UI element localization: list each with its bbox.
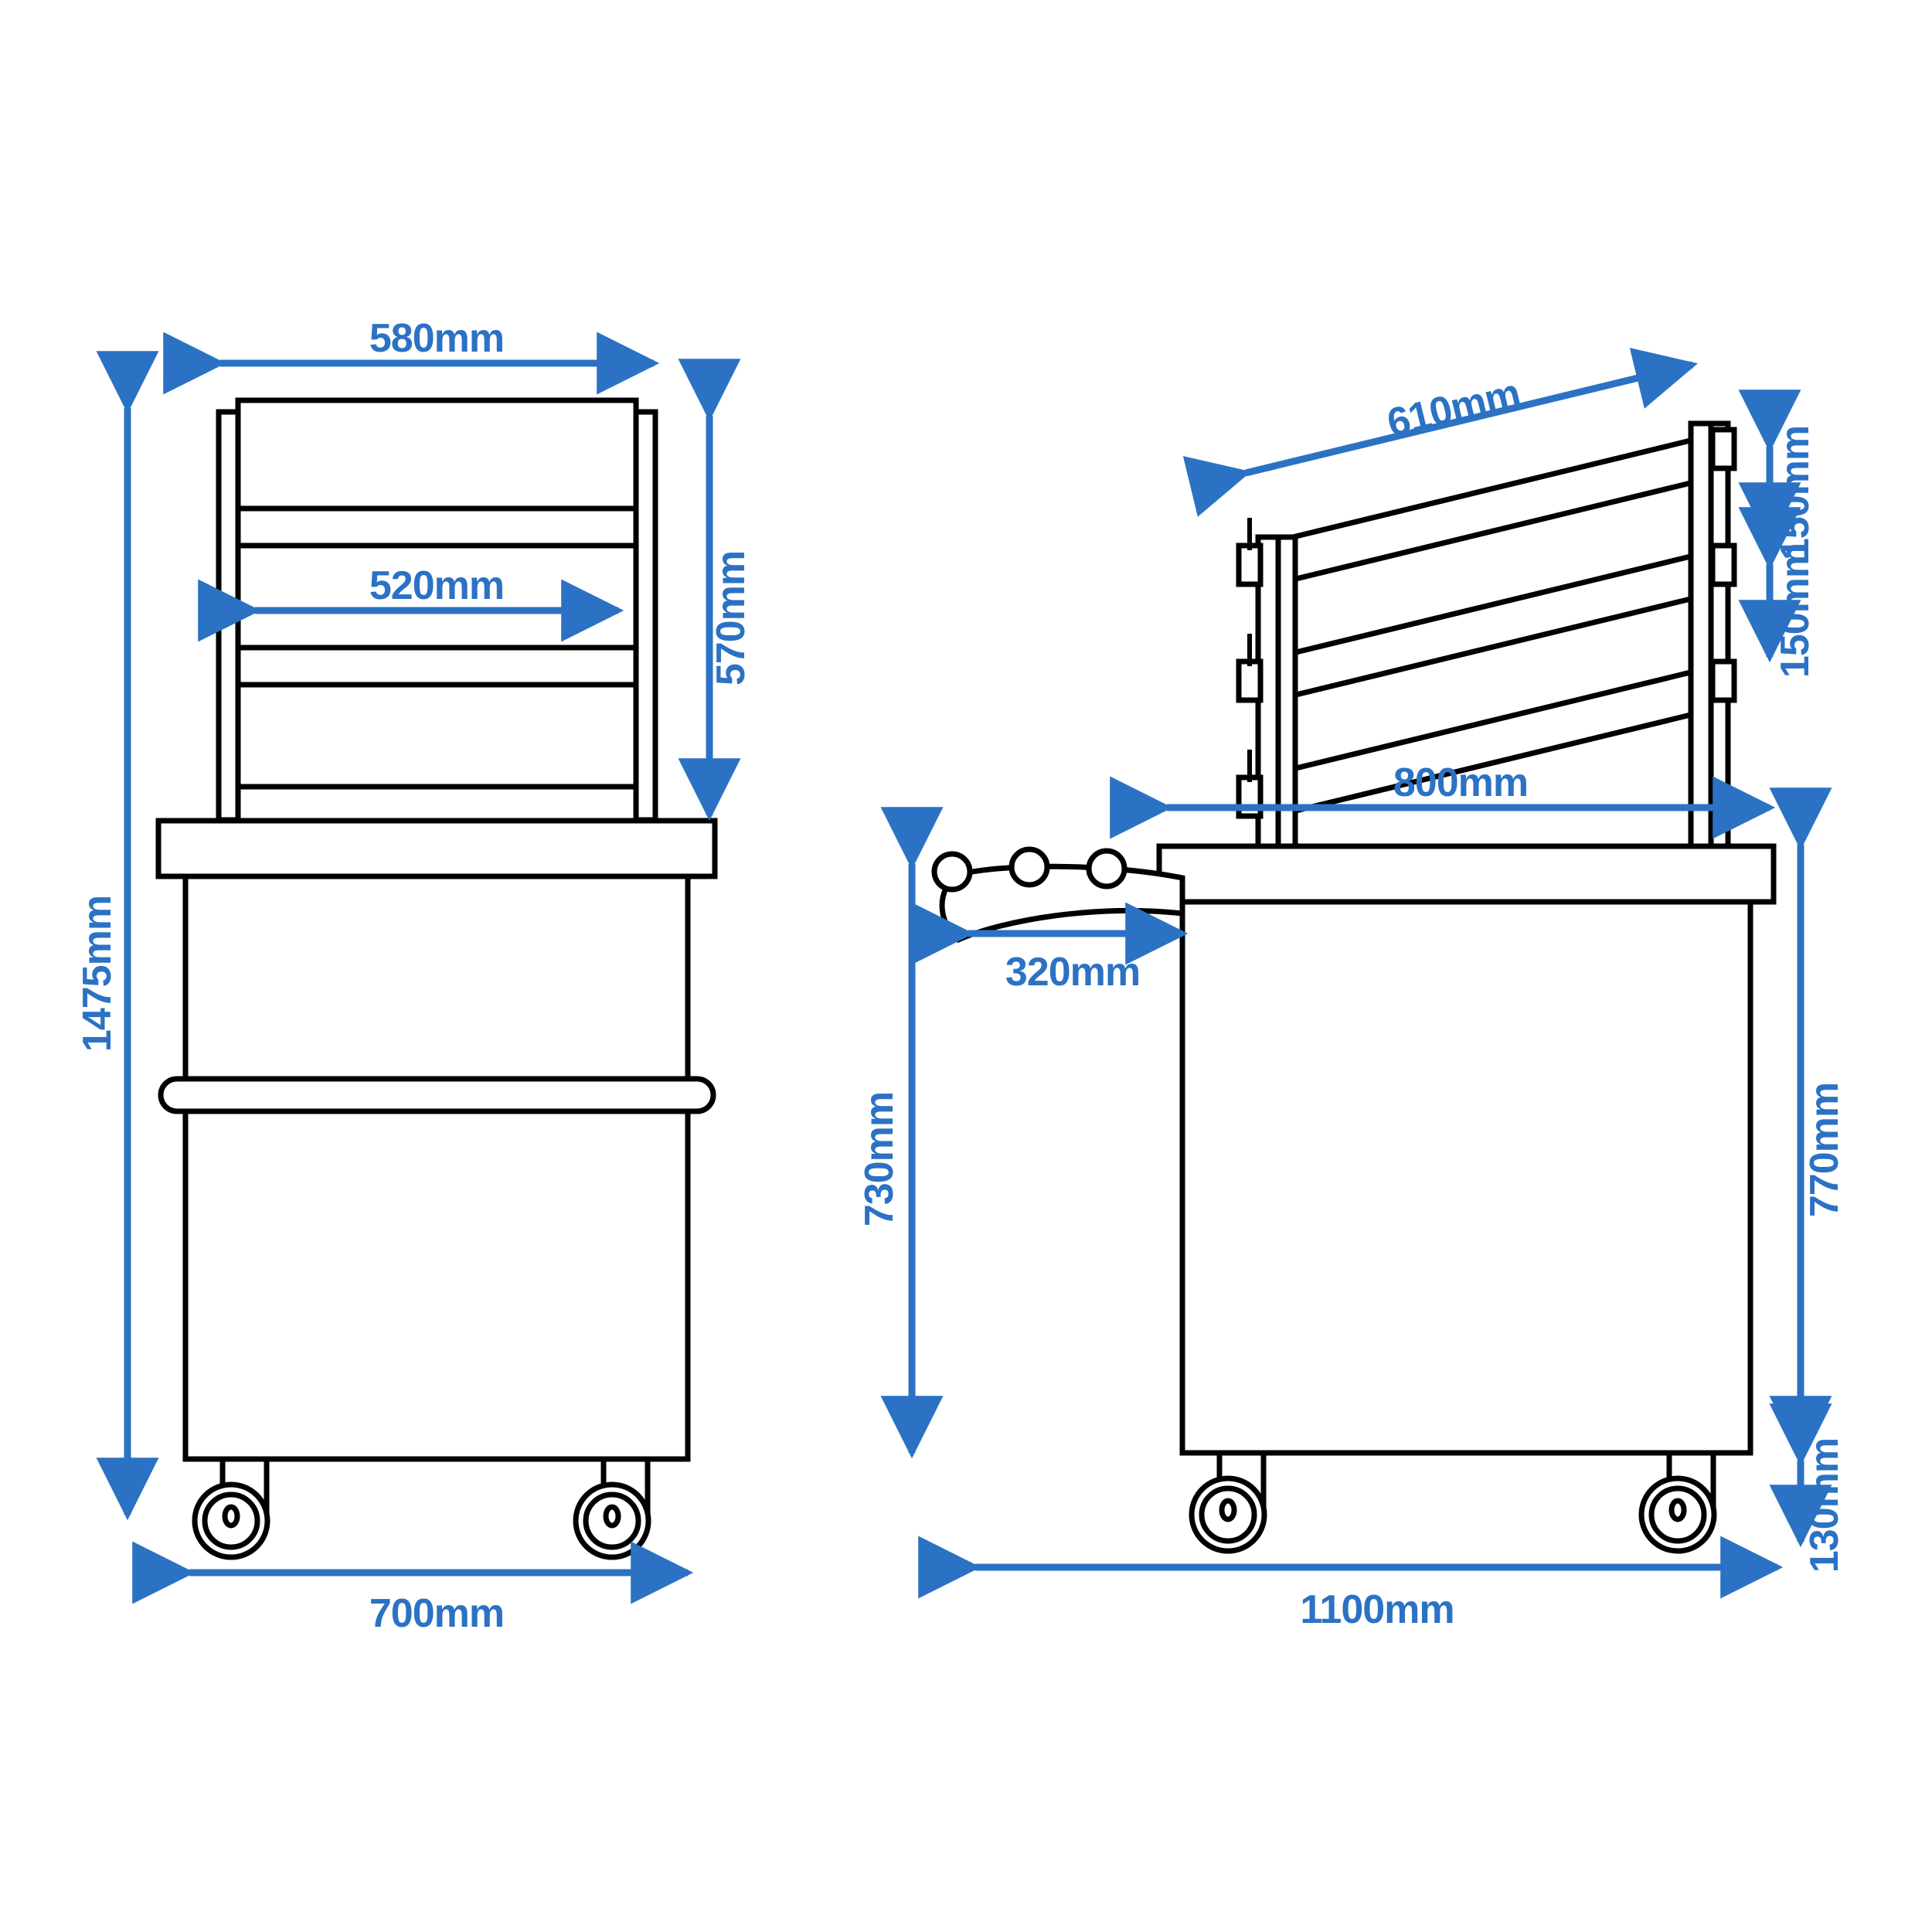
side-handle-knob-2 (1009, 846, 1050, 888)
front-rack-rail-1 (235, 505, 639, 549)
side-view-dimensions (880, 348, 1832, 1599)
side-bracket-right-middle (1709, 543, 1737, 587)
front-cabinet-lower (182, 1108, 691, 1462)
dim-label-1475: 1475mm (75, 896, 120, 1052)
dim-label-150-lower: 150mm (1773, 543, 1818, 678)
side-bracket-right-bottom (1709, 658, 1737, 703)
front-rack-panel-lower (235, 682, 639, 790)
side-caster-right-hub (1668, 1498, 1687, 1522)
dim-label-520: 520mm (369, 563, 504, 608)
dim-label-580: 580mm (369, 316, 504, 361)
dim-label-320: 320mm (1005, 950, 1140, 995)
side-worktop (1156, 843, 1777, 905)
front-view-dimension-labels: 580mm 520mm 570mm 1475mm 700mm (75, 316, 753, 1636)
front-mid-rail (158, 1076, 716, 1114)
front-caster-left-hub (222, 1504, 240, 1529)
side-caster-left-hub (1219, 1498, 1237, 1522)
side-rack-post-left-inner (1275, 534, 1298, 849)
dim-label-770: 770mm (1802, 1083, 1847, 1217)
dim-label-130: 130mm (1802, 1438, 1847, 1573)
front-caster-right-hub (603, 1504, 621, 1529)
front-rack-rail-2 (235, 645, 639, 688)
front-rack-panel-top (235, 397, 639, 512)
side-handle-knob-3 (1086, 848, 1128, 889)
side-bracket-right-top (1709, 427, 1737, 471)
side-bracket-left-top (1236, 543, 1264, 587)
dim-label-1100: 1100mm (1300, 1587, 1454, 1632)
side-rack-post-right-inner (1708, 420, 1731, 849)
front-worktop (155, 818, 718, 879)
side-handle-knob-1 (931, 851, 973, 893)
dim-label-730: 730mm (857, 1092, 902, 1226)
front-cabinet-upper (182, 873, 691, 1088)
side-cabinet-body (1179, 899, 1753, 1456)
side-caster-left (1189, 1450, 1267, 1554)
dim-line-610 (1182, 348, 1698, 517)
dim-label-570: 570mm (709, 551, 753, 685)
side-bracket-left-middle (1236, 658, 1264, 703)
front-view-dimensions (96, 332, 741, 1604)
dim-label-700: 700mm (369, 1591, 504, 1636)
dim-label-150-upper: 150mm (1773, 426, 1818, 560)
front-rack-rail-3 (235, 784, 639, 824)
dim-label-800: 800mm (1393, 760, 1528, 805)
